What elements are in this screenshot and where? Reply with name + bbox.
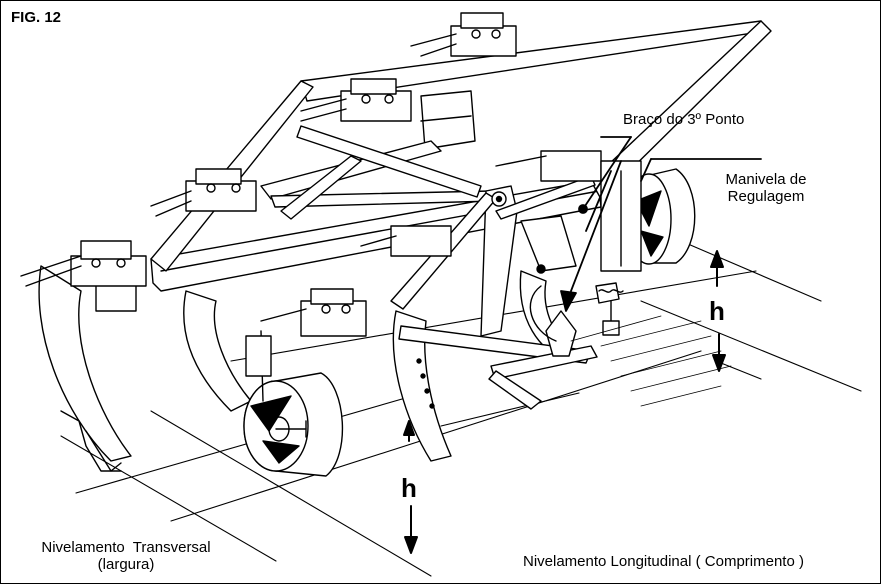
leader-lines	[560, 136, 762, 312]
tine-clamps	[20, 12, 602, 337]
h-dimension-right	[710, 250, 726, 372]
longitudinal-leveling-label: Nivelamento Longitudinal ( Comprimento )	[523, 553, 804, 570]
leveling-guide-lines	[60, 240, 862, 577]
lower-linkage	[398, 285, 598, 410]
gauge-wheel-left	[243, 330, 344, 477]
tines-front-row	[38, 265, 577, 472]
figure-label: FIG. 12	[11, 9, 62, 26]
h-dimension-left	[403, 420, 418, 554]
regulating-crank	[595, 282, 624, 336]
third-point-arm-label: Braço do 3º Ponto	[623, 111, 745, 128]
regulating-crank-label: Manivela de Regulagem	[706, 171, 826, 205]
regulating-crank-label-line2: Regulagem	[727, 188, 805, 205]
transverse-leveling-line2: (largura)	[97, 556, 155, 573]
transverse-leveling-line1: Nivelamento Transversal	[41, 539, 211, 556]
regulating-crank-label-line1: Manivela de	[725, 171, 807, 188]
h-left-label: h	[401, 473, 417, 503]
transverse-leveling-label: Nivelamento Transversal (largura)	[11, 539, 241, 573]
h-right-label: h	[709, 296, 725, 326]
hitch-hatching	[570, 315, 732, 407]
